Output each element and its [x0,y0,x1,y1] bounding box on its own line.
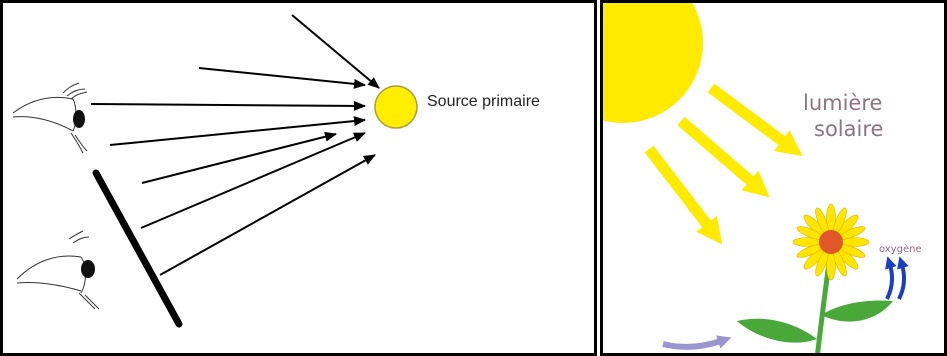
light-ray [91,104,365,106]
flower-center [819,230,843,254]
eye-pupil [73,110,85,128]
sunlight-label-line2: solaire [814,117,883,141]
light-ray [199,68,365,85]
primary-source-diagram: Source primaire [0,0,597,356]
oxygen-label: oxygène [879,244,922,255]
oxygen-arrow [899,265,904,299]
oxygen-arrow [887,265,892,299]
light-ray [141,133,365,228]
sun-ray-arrow [649,149,709,227]
sun-ray-arrow [681,121,753,183]
eye-pupil [81,260,95,278]
light-ray [110,120,365,145]
sunlight-label-line1: lumière [803,91,882,115]
photosynthesis-drawing [603,3,947,356]
sun-ray-arrow [711,88,785,143]
primary-source-drawing [3,3,597,356]
sun-shape [603,3,703,123]
primary-source-circle [375,86,417,128]
photosynthesis-diagram: lumière solaire oxygène [600,0,947,356]
mirror-bar [96,173,179,324]
water-arrow [663,341,721,347]
leaf-shape [821,301,893,322]
leaf-shape [737,319,817,343]
light-ray [160,155,375,275]
source-label: Source primaire [427,93,540,111]
light-ray [292,15,379,88]
